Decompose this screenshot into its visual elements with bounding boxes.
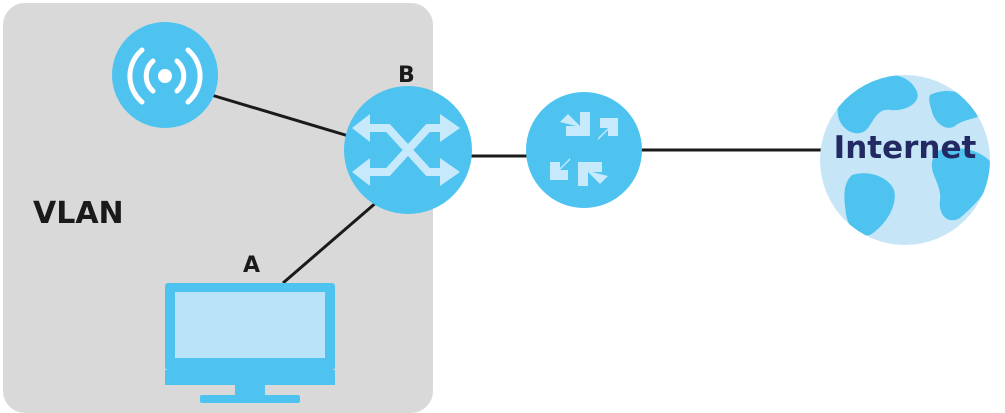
internet-label: Internet xyxy=(834,130,977,166)
router-icon xyxy=(526,92,642,208)
node-label-b: B xyxy=(398,63,415,88)
node-label-a: A xyxy=(243,253,260,278)
switch-icon xyxy=(344,86,472,214)
wireless-access-point-icon xyxy=(112,22,218,128)
link-ap-to-switch xyxy=(207,92,353,139)
vlan-label: VLAN xyxy=(33,196,124,231)
link-computer-to-switch xyxy=(282,199,379,285)
monitor-icon xyxy=(165,283,335,403)
